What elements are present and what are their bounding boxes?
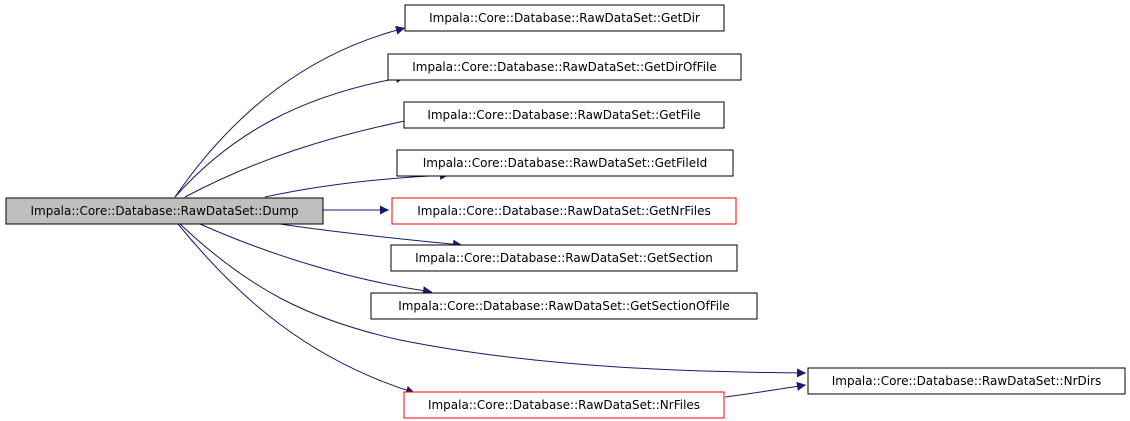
node-getnrfiles-label: Impala::Core::Database::RawDataSet::GetN… [417,204,711,218]
node-getfile-label: Impala::Core::Database::RawDataSet::GetF… [427,108,700,122]
node-nrfiles[interactable]: Impala::Core::Database::RawDataSet::NrFi… [403,391,725,419]
node-nrfiles-label: Impala::Core::Database::RawDataSet::NrFi… [428,398,700,412]
edge-dump-getdir [174,25,406,198]
node-getfile[interactable]: Impala::Core::Database::RawDataSet::GetF… [403,101,725,129]
node-getnrfiles[interactable]: Impala::Core::Database::RawDataSet::GetN… [391,197,737,225]
node-nrdirs[interactable]: Impala::Core::Database::RawDataSet::NrDi… [807,367,1126,395]
edge-dump-getsectionoffile [199,223,433,296]
node-getdir-label: Impala::Core::Database::RawDataSet::GetD… [429,11,700,25]
edge-nrfiles-nrdirs [724,381,807,398]
node-getdiroffile[interactable]: Impala::Core::Database::RawDataSet::GetD… [387,53,742,81]
node-getsectionoffile[interactable]: Impala::Core::Database::RawDataSet::GetS… [370,292,758,320]
node-getdir[interactable]: Impala::Core::Database::RawDataSet::GetD… [404,4,725,32]
edge-dump-getsection [279,223,463,249]
edge-dump-getdiroffile [174,74,406,198]
node-nrdirs-label: Impala::Core::Database::RawDataSet::NrDi… [832,374,1102,388]
node-getsection[interactable]: Impala::Core::Database::RawDataSet::GetS… [390,244,738,272]
edge-dump-getfile [184,114,426,198]
node-getdiroffile-label: Impala::Core::Database::RawDataSet::GetD… [412,60,717,74]
node-getsectionoffile-label: Impala::Core::Database::RawDataSet::GetS… [398,299,730,313]
edges [174,25,807,398]
edge-dump-getfileid [264,170,450,198]
node-getsection-label: Impala::Core::Database::RawDataSet::GetS… [415,251,713,265]
edge-dump-nrfiles [177,223,416,395]
node-dump-label: Impala::Core::Database::RawDataSet::Dump [30,204,298,218]
node-getfileid[interactable]: Impala::Core::Database::RawDataSet::GetF… [396,149,734,177]
node-dump[interactable]: Impala::Core::Database::RawDataSet::Dump [5,197,324,225]
node-getfileid-label: Impala::Core::Database::RawDataSet::GetF… [423,156,707,170]
edge-dump-nrdirs [179,223,807,378]
